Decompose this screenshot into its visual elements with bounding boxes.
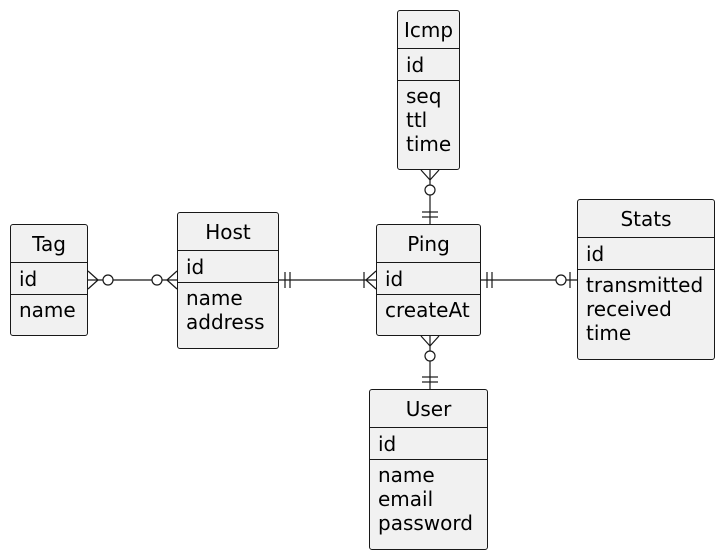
entity-attributes: name address xyxy=(178,283,278,338)
entity-title: Tag xyxy=(11,225,87,263)
entity-attributes: name xyxy=(11,295,87,326)
entity-key: id xyxy=(398,49,459,81)
entity-attribute: time xyxy=(406,132,452,156)
entity-key: id xyxy=(178,251,278,283)
entity-key: id xyxy=(377,263,480,295)
entity-attribute: password xyxy=(378,511,473,535)
entity-title: Stats xyxy=(578,200,714,238)
entity-title: Ping xyxy=(377,225,480,263)
entity-attribute: name xyxy=(19,298,76,322)
entity-title: Icmp xyxy=(398,11,459,49)
entity-attribute: address xyxy=(186,310,265,334)
entity-key: id xyxy=(370,428,487,460)
entity-attributes: transmitted received time xyxy=(578,270,714,349)
entity-attribute: ttl xyxy=(406,108,428,132)
relationship-ping-user xyxy=(420,335,440,389)
entity-attribute: received xyxy=(586,297,672,321)
entity-attributes: seq ttl time xyxy=(398,81,459,160)
relationship-ping-stats xyxy=(481,272,577,288)
relationship-host-ping xyxy=(279,270,377,290)
entity-title: User xyxy=(370,390,487,428)
entity-attribute: seq xyxy=(406,84,442,108)
entity-key: id xyxy=(11,263,87,295)
entity-attribute: time xyxy=(586,321,632,345)
entity-attribute: name xyxy=(378,463,435,487)
entity-attributes: createAt xyxy=(377,295,480,326)
entity-attribute: createAt xyxy=(385,298,470,322)
relationship-icmp-ping xyxy=(420,169,440,224)
entity-stats: Stats id transmitted received time xyxy=(577,199,715,360)
entity-title: Host xyxy=(178,213,278,251)
relationship-tag-host xyxy=(87,270,178,290)
entity-ping: Ping id createAt xyxy=(376,224,481,336)
entity-icmp: Icmp id seq ttl time xyxy=(397,10,460,170)
entity-attribute: name xyxy=(186,286,243,310)
entity-host: Host id name address xyxy=(177,212,279,349)
entity-attribute: transmitted xyxy=(586,273,704,297)
entity-tag: Tag id name xyxy=(10,224,88,336)
entity-user: User id name email password xyxy=(369,389,488,550)
entity-key: id xyxy=(578,238,714,270)
entity-attributes: name email password xyxy=(370,460,487,539)
entity-attribute: email xyxy=(378,487,434,511)
